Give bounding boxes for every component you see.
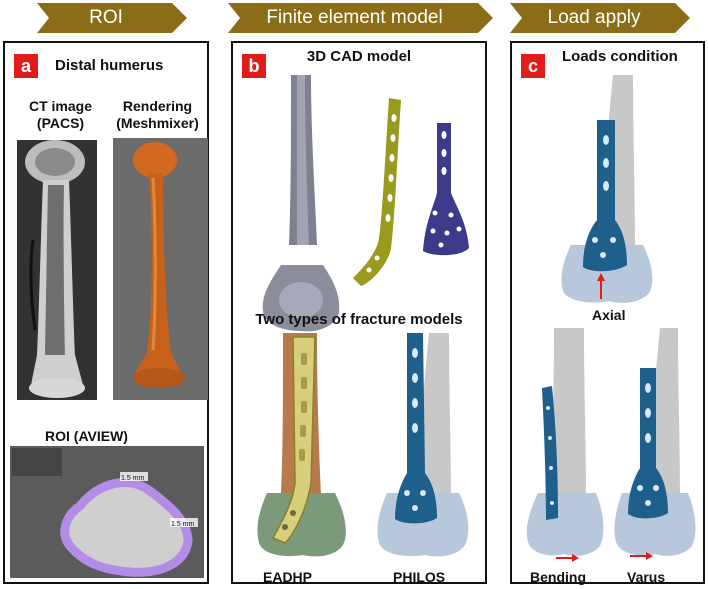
ct-image-label: CT image (PACS): [13, 98, 108, 132]
panel-a-title: Distal humerus: [55, 57, 164, 74]
axial-model: [561, 75, 653, 303]
roi-arrow-shape: [37, 3, 187, 33]
fem-banner: Finite element model: [228, 3, 493, 33]
panel-a-marker: a: [14, 54, 38, 78]
cad-model-title: 3D CAD model: [306, 48, 412, 65]
ct-label-line1: CT image: [28, 98, 92, 114]
render-label-line1: Rendering: [122, 98, 193, 114]
eadhp-label: EADHP: [263, 569, 313, 585]
varus-label: Varus: [627, 569, 666, 585]
roi-banner-label: ROI: [89, 7, 123, 28]
rendering-label: Rendering (Meshmixer): [105, 98, 210, 132]
load-arrow-shape: [510, 3, 690, 33]
panel-b-marker: b: [242, 54, 266, 78]
philos-model: [377, 333, 469, 557]
fem-arrow-shape: [228, 3, 493, 33]
varus-model: [614, 328, 696, 560]
cad-bone: [262, 75, 340, 332]
panel-c: c Loads condition Axial Bending: [510, 41, 705, 585]
ct-image: [17, 140, 97, 400]
plate-eadhp: [353, 98, 401, 286]
measure-label-2: 1.5 mm: [121, 475, 145, 482]
plate-philos: [423, 123, 469, 256]
render-label-line2: (Meshmixer): [116, 115, 199, 131]
panel-c-marker: c: [521, 54, 545, 78]
bending-model: [526, 328, 604, 562]
load-banner-label: Load apply: [547, 7, 641, 28]
panel-a: a Distal humerus CT image (PACS) Renderi…: [3, 41, 209, 584]
roi-aview-image: 1.5 mm 1.5 mm: [10, 446, 204, 578]
loads-condition-title: Loads condition: [562, 48, 678, 65]
ct-label-line2: (PACS): [36, 115, 85, 131]
panel-b: b 3D CAD model Two types of fracture mod…: [231, 41, 487, 585]
philos-label: PHILOS: [393, 569, 446, 585]
axial-label: Axial: [592, 307, 626, 323]
fem-banner-label: Finite element model: [266, 7, 443, 28]
load-banner: Load apply: [510, 3, 690, 33]
fracture-models-title: Two types of fracture models: [255, 311, 463, 328]
roi-banner: ROI: [37, 3, 187, 33]
bending-label: Bending: [530, 569, 586, 585]
bone-rendering: [113, 138, 208, 400]
roi-aview-title: ROI (AVIEW): [45, 428, 128, 444]
measure-label-1: 1.5 mm: [171, 521, 195, 528]
eadhp-model: [257, 333, 346, 557]
